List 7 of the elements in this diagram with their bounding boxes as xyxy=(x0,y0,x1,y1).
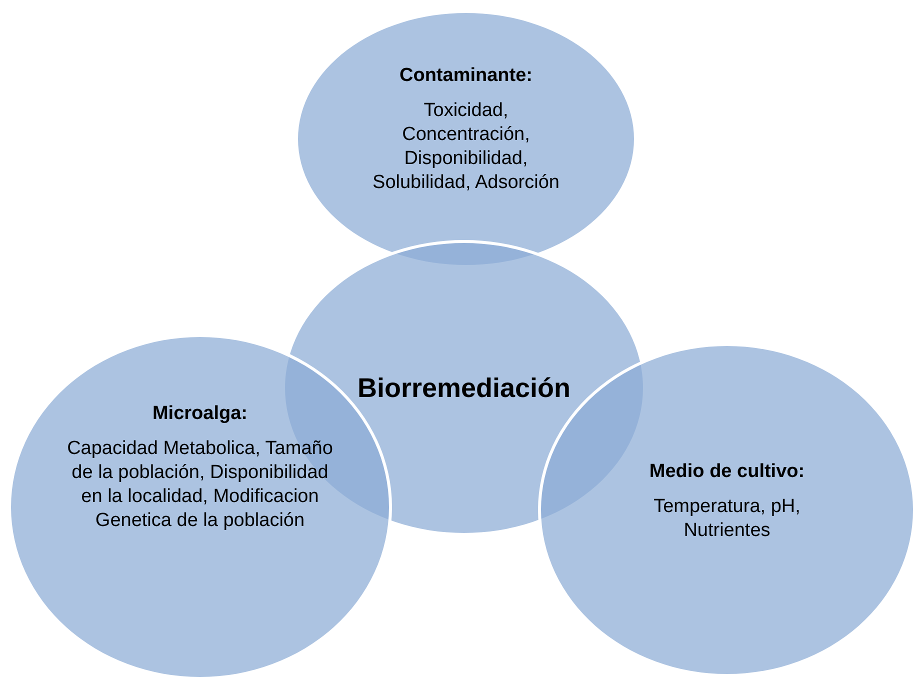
circle-text: Toxicidad, Concentración, Disponibilidad, Solubilidad, Adsorción xyxy=(372,99,560,195)
circle-title: Biorremediación xyxy=(357,372,571,404)
circle-heading: Medio de cultivo: xyxy=(649,461,805,483)
circle-text: Temperatura, pH, Nutrientes xyxy=(652,495,802,543)
circle-heading: Microalga: xyxy=(152,403,248,425)
circle-heading: Contaminante: xyxy=(400,65,532,87)
circle-text: Capacidad Metabolica, Tamaño de la población, Disponibilidad en la localidad, Modificacion Genetica de la población xyxy=(66,437,334,533)
